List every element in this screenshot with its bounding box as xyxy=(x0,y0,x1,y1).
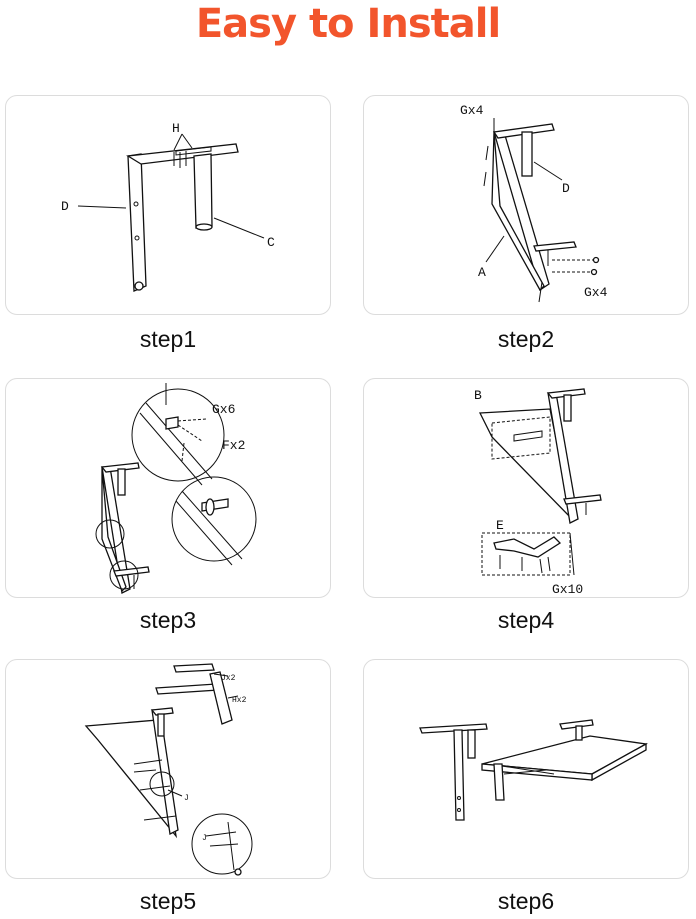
step5-card: Jx2 Hx2 J J xyxy=(5,659,331,879)
step3-label-g: Gx6 xyxy=(212,402,235,417)
step6-card xyxy=(363,659,689,879)
step3-card: Gx6 Fx2 xyxy=(5,378,331,598)
step3-diagram: Gx6 Fx2 xyxy=(95,383,257,594)
step1-card: H D C xyxy=(5,95,331,315)
step6-caption: step6 xyxy=(497,888,555,914)
step2-label-g-bottom: Gx4 xyxy=(584,285,608,300)
page-title: Easy to Install xyxy=(195,1,501,47)
step5-label-j-top: Jx2 xyxy=(221,674,236,683)
step3-label-f: Fx2 xyxy=(222,438,245,453)
step2-label-d: D xyxy=(562,181,570,196)
step4-diagram: B E Gx10 xyxy=(474,388,602,597)
step6-diagram xyxy=(419,719,649,821)
step4-label-g: Gx10 xyxy=(552,582,583,597)
step4-label-b: B xyxy=(474,388,482,403)
step2-card: Gx4 D A Gx4 xyxy=(363,95,689,315)
step1-label-d: D xyxy=(61,199,69,214)
step2-label-a: A xyxy=(478,265,486,280)
step5-label-j-mid: J xyxy=(184,794,189,803)
step3-caption: step3 xyxy=(139,607,197,633)
step5-caption: step5 xyxy=(139,888,197,914)
step4-card: B E Gx10 xyxy=(363,378,689,598)
step1-label-c: C xyxy=(267,235,275,250)
step1-label-h: H xyxy=(172,121,180,136)
step4-label-e: E xyxy=(496,518,504,533)
step5-label-h: Hx2 xyxy=(232,696,247,705)
step2-diagram: Gx4 D A Gx4 xyxy=(460,103,608,303)
step1-diagram: H D C xyxy=(61,121,275,292)
step2-label-g-top: Gx4 xyxy=(460,103,484,118)
step1-caption: step1 xyxy=(139,326,197,352)
step5-label-j-zoom: J xyxy=(202,834,207,843)
step5-diagram: Jx2 Hx2 J J xyxy=(84,663,253,876)
step4-caption: step4 xyxy=(497,607,555,633)
step2-caption: step2 xyxy=(497,326,555,352)
